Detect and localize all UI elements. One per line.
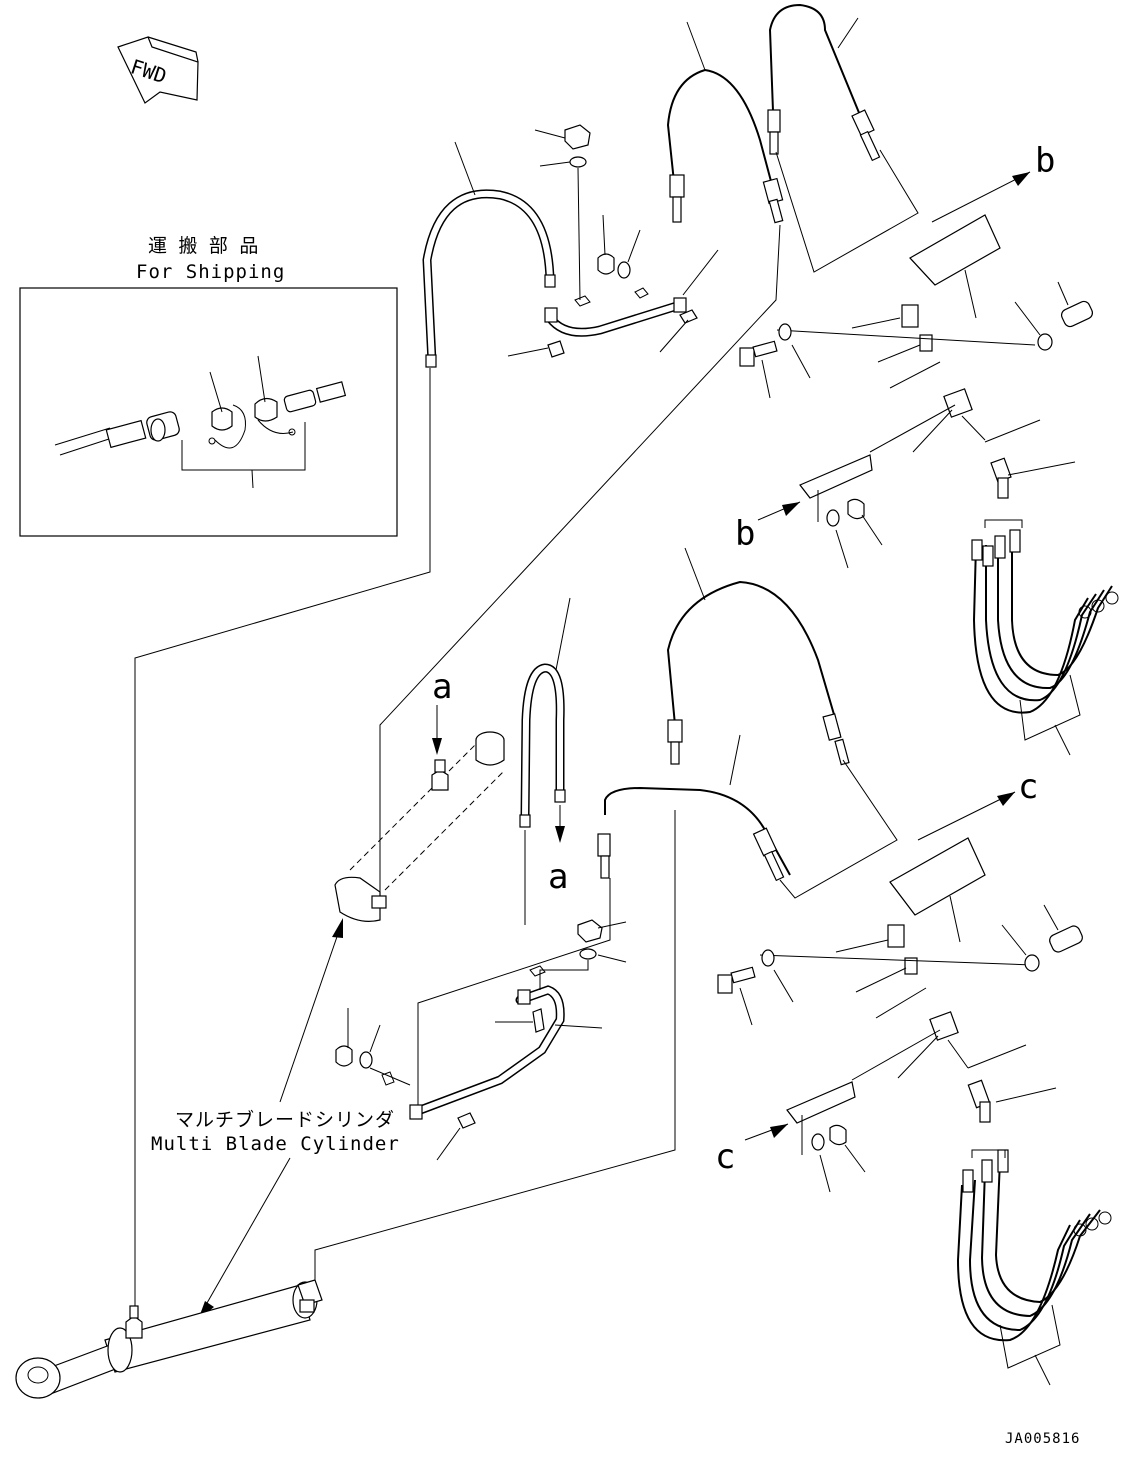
leader-top-left <box>134 368 431 1330</box>
cylinder-icon: マルチブレードシリンダ Multi Blade Cylinder <box>15 810 676 1399</box>
bolt-icon <box>1049 925 1083 953</box>
bolt-icon <box>717 966 756 994</box>
hose-loop-mid: a <box>519 597 571 925</box>
tube-top <box>507 124 719 358</box>
tube-mid <box>335 878 627 1161</box>
shipping-title-en: For Shipping <box>136 261 285 283</box>
hose-long-mid <box>597 547 898 899</box>
drawing-number: JA005816 <box>1005 1431 1080 1447</box>
bracket-assembly-mid: c c <box>715 767 1083 1193</box>
hose-long-top <box>666 3 919 273</box>
cylinder-label-en: Multi Blade Cylinder <box>151 1133 400 1155</box>
shipping-box: 運 搬 部 品 For Shipping <box>19 235 398 537</box>
leader-top-mid <box>379 224 781 900</box>
fwd-label: FWD <box>128 54 170 88</box>
cylinder-label-jp: マルチブレードシリンダ <box>175 1108 395 1131</box>
callout-b-mid: b <box>735 514 755 554</box>
fwd-arrow-icon: FWD <box>117 36 199 104</box>
callout-a-mid: a <box>548 857 568 897</box>
hose-loop-top <box>422 141 556 368</box>
shipping-title-jp: 運 搬 部 品 <box>148 235 258 257</box>
callout-c-mid: c <box>715 1137 735 1177</box>
hose-bundle-bottom <box>956 1079 1112 1386</box>
bolt-icon <box>739 340 778 367</box>
cylinder-small: a <box>334 667 506 922</box>
callout-b-top: b <box>1035 141 1055 181</box>
hose-bundle-top <box>971 457 1119 756</box>
callout-a-top: a <box>432 667 452 707</box>
bracket-assembly-top: b b <box>735 141 1094 569</box>
washer-icon <box>778 323 792 341</box>
callout-c-top: c <box>1018 767 1038 807</box>
bolt-icon <box>1060 300 1094 328</box>
